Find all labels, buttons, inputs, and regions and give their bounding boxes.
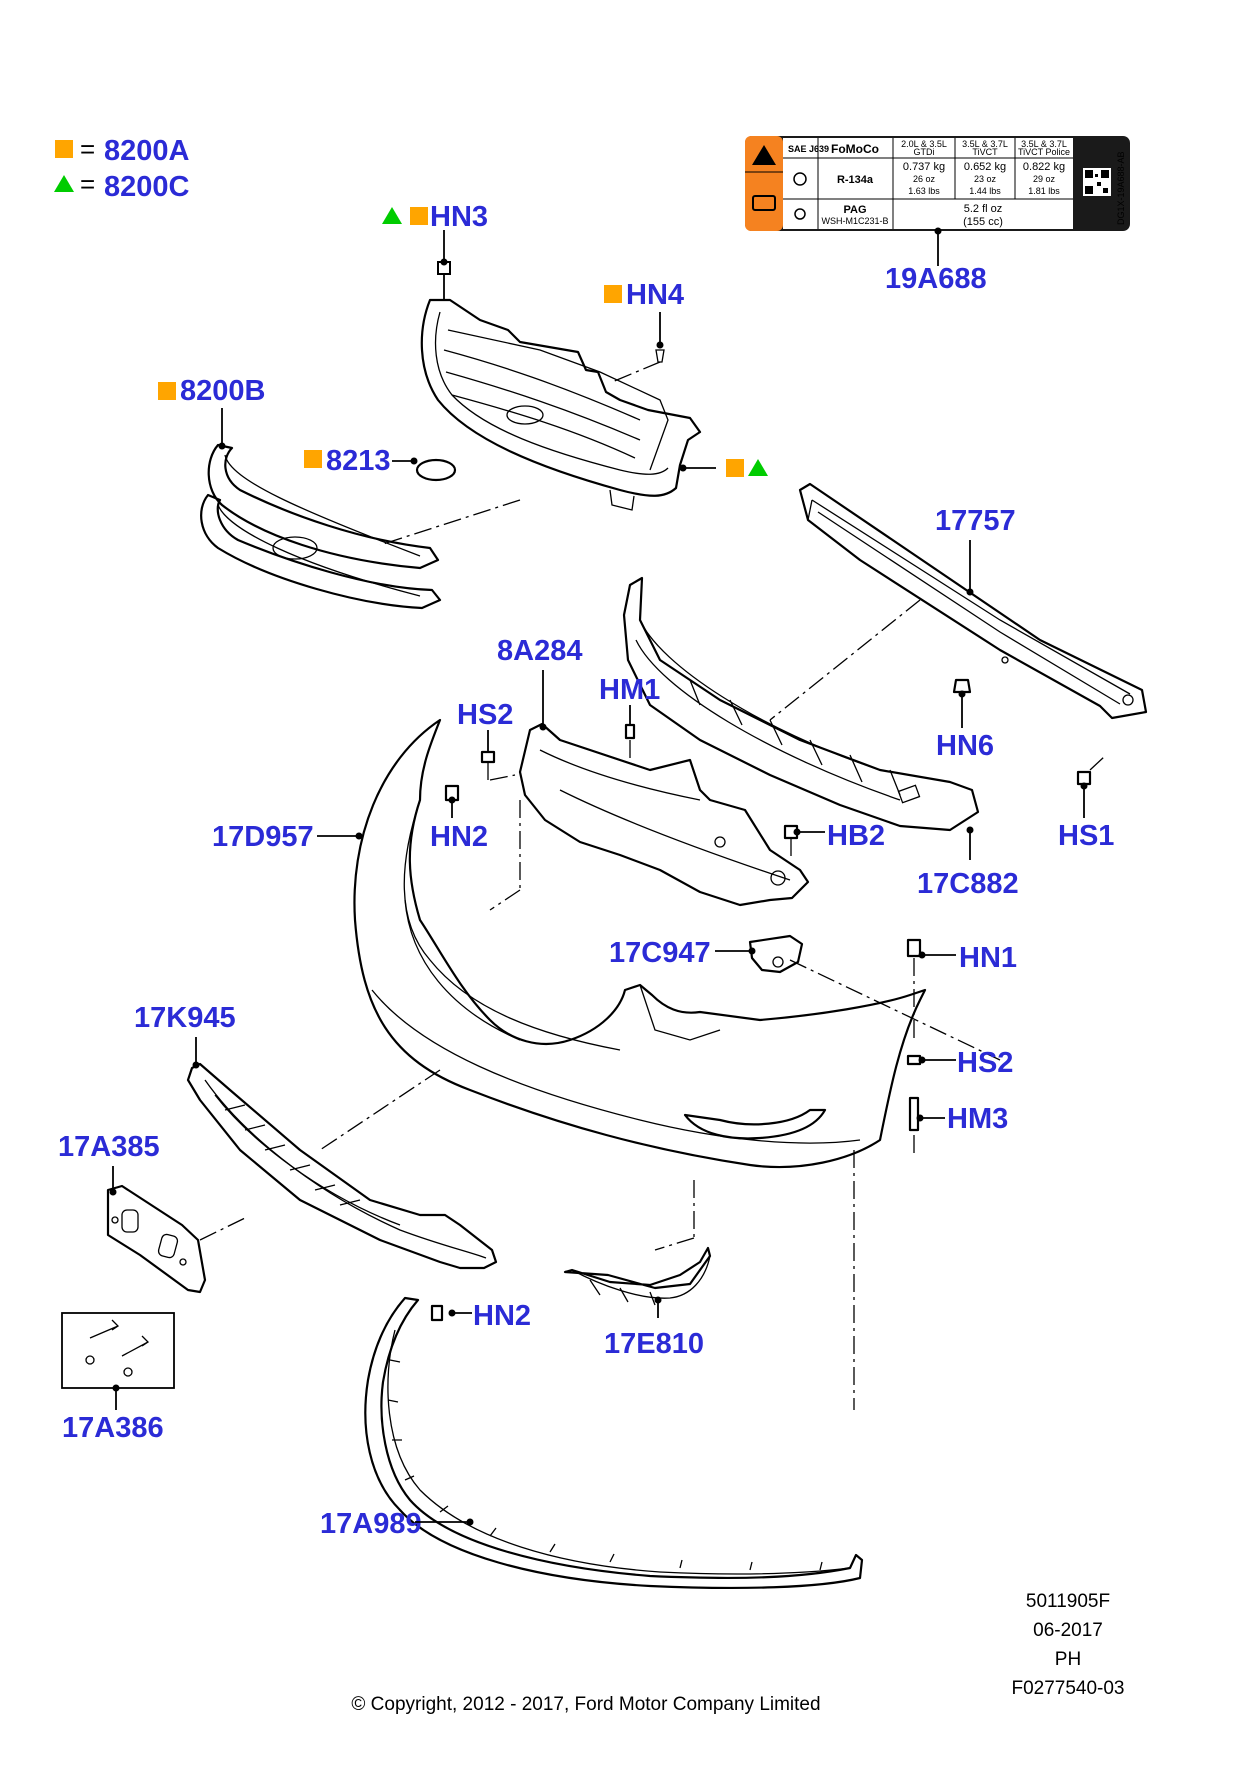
svg-text:!: ! [762,152,766,166]
label-17c947: 17C947 [609,937,711,969]
engine-oil-icon [752,195,776,211]
qr-code-icon [1083,168,1111,196]
square-marker-icon [304,450,322,468]
label-19a688: 19A688 [885,263,987,295]
label-hm1: HM1 [599,674,660,706]
square-marker-icon [410,207,428,225]
label-17d957: 17D957 [212,821,314,853]
refrigerant-label: ! SAE J639 FoMoCo 2.0L & 3.5L GTDi 3.5L … [745,136,1130,231]
svg-text:R-134a: R-134a [837,174,874,186]
sensor-bracket [748,934,804,974]
label-hn3: HN3 [430,201,488,233]
screw-fastener-hs1 [1076,755,1106,786]
square-marker-icon [55,140,73,158]
label-hn2-bottom: HN2 [473,1300,531,1332]
drawing-date: 06-2017 [1033,1620,1103,1641]
lower-valance [364,1296,864,1590]
square-marker-icon [158,382,176,400]
triangle-marker-icon [54,175,74,192]
square-marker-icon [726,459,744,477]
bumper-reinforcement [798,482,1148,720]
label-17757: 17757 [935,505,1016,537]
warning-icon [752,145,776,165]
svg-text:WSH-M1C231-B: WSH-M1C231-B [821,216,888,226]
front-bumper-cover [353,718,927,1169]
label-8213: 8213 [326,445,391,477]
figure-number: F0277540-03 [1011,1678,1124,1699]
svg-text:1.44 lbs: 1.44 lbs [969,186,1001,196]
label-hb2: HB2 [827,820,885,852]
svg-text:1.81 lbs: 1.81 lbs [1028,186,1060,196]
svg-text:1.63 lbs: 1.63 lbs [908,186,940,196]
legend-square-code: 8200A [104,135,190,167]
svg-text:26 oz: 26 oz [913,174,936,184]
label-17a386: 17A386 [62,1412,164,1444]
copyright: © Copyright, 2012 - 2017, Ford Motor Com… [351,1694,820,1715]
drawing-initials: PH [1055,1649,1081,1670]
svg-text:0.737 kg: 0.737 kg [903,161,945,173]
label-17a989: 17A989 [320,1508,422,1540]
ford-emblem-icon [415,458,457,482]
legend-triangle-code: 8200C [104,171,190,203]
svg-text:2.0L & 3.5L: 2.0L & 3.5L [901,139,947,149]
svg-text:SAE J639: SAE J639 [788,144,829,154]
svg-text:=: = [80,134,95,164]
svg-text:3.5L & 3.7L: 3.5L & 3.7L [1021,139,1067,149]
label-hm3: HM3 [947,1103,1008,1135]
clip-fastener-hn2-bottom [430,1304,444,1322]
label-hn2-top: HN2 [430,821,488,853]
bolt-fastener-hb2 [783,824,799,856]
oil-can-icon [794,208,806,220]
svg-text:5.2 fl oz: 5.2 fl oz [964,203,1003,215]
label-8200b: 8200B [180,375,265,407]
drawing-number: 5011905F [1026,1591,1110,1612]
svg-text:0.822 kg: 0.822 kg [1023,161,1065,173]
svg-text:0.652 kg: 0.652 kg [964,161,1006,173]
energy-absorber [622,576,980,832]
clip-fastener-hn3 [437,261,451,300]
square-marker-icon [604,285,622,303]
svg-text:TiVCT: TiVCT [972,147,998,157]
clip-fastener-hn2 [444,784,460,802]
label-8a284: 8A284 [497,635,582,667]
svg-text:(155 cc): (155 cc) [963,216,1003,228]
screw-fastener-hs2 [480,750,496,764]
svg-text:3.5L & 3.7L: 3.5L & 3.7L [962,139,1008,149]
license-plate-bracket [106,1184,207,1294]
svg-text:FoMoCo: FoMoCo [831,142,879,156]
lower-grille [186,1062,498,1270]
nut-fastener-hn6 [952,678,972,694]
svg-text:=: = [80,169,95,199]
label-hn4: HN4 [626,279,684,311]
snowflake-icon [793,172,807,186]
radiator-air-deflector [518,722,810,907]
upper-grille [420,298,702,511]
fog-lamp-bezel [563,1246,712,1306]
triangle-marker-icon [748,459,768,476]
svg-text:GTDi: GTDi [914,147,935,157]
svg-text:DG1X-19A688-AB: DG1X-19A688-AB [1116,151,1126,225]
bolt-fastener-hm3 [908,1096,920,1132]
label-hs2-top: HS2 [457,699,513,731]
grille-bar-assembly [200,443,442,610]
svg-text:29 oz: 29 oz [1033,174,1056,184]
svg-text:23 oz: 23 oz [974,174,997,184]
svg-text:TiVCT Police: TiVCT Police [1018,147,1070,157]
bolt-fastener-hm1 [624,723,636,740]
label-17e810: 17E810 [604,1328,704,1360]
label-hn1: HN1 [959,942,1017,974]
label-17a385: 17A385 [58,1131,160,1163]
label-hn6: HN6 [936,730,994,762]
fastener-kit [61,1312,175,1389]
label-17k945: 17K945 [134,1002,236,1034]
label-hs2-right: HS2 [957,1047,1013,1079]
triangle-marker-icon [382,207,402,224]
clip-fastener-hn1 [906,938,922,958]
legend: = 8200A = 8200C [54,134,190,203]
screw-fastener-hs2-right [906,1054,922,1066]
label-17c882: 17C882 [917,868,1019,900]
svg-text:PAG: PAG [843,204,866,216]
label-hs1: HS1 [1058,820,1114,852]
